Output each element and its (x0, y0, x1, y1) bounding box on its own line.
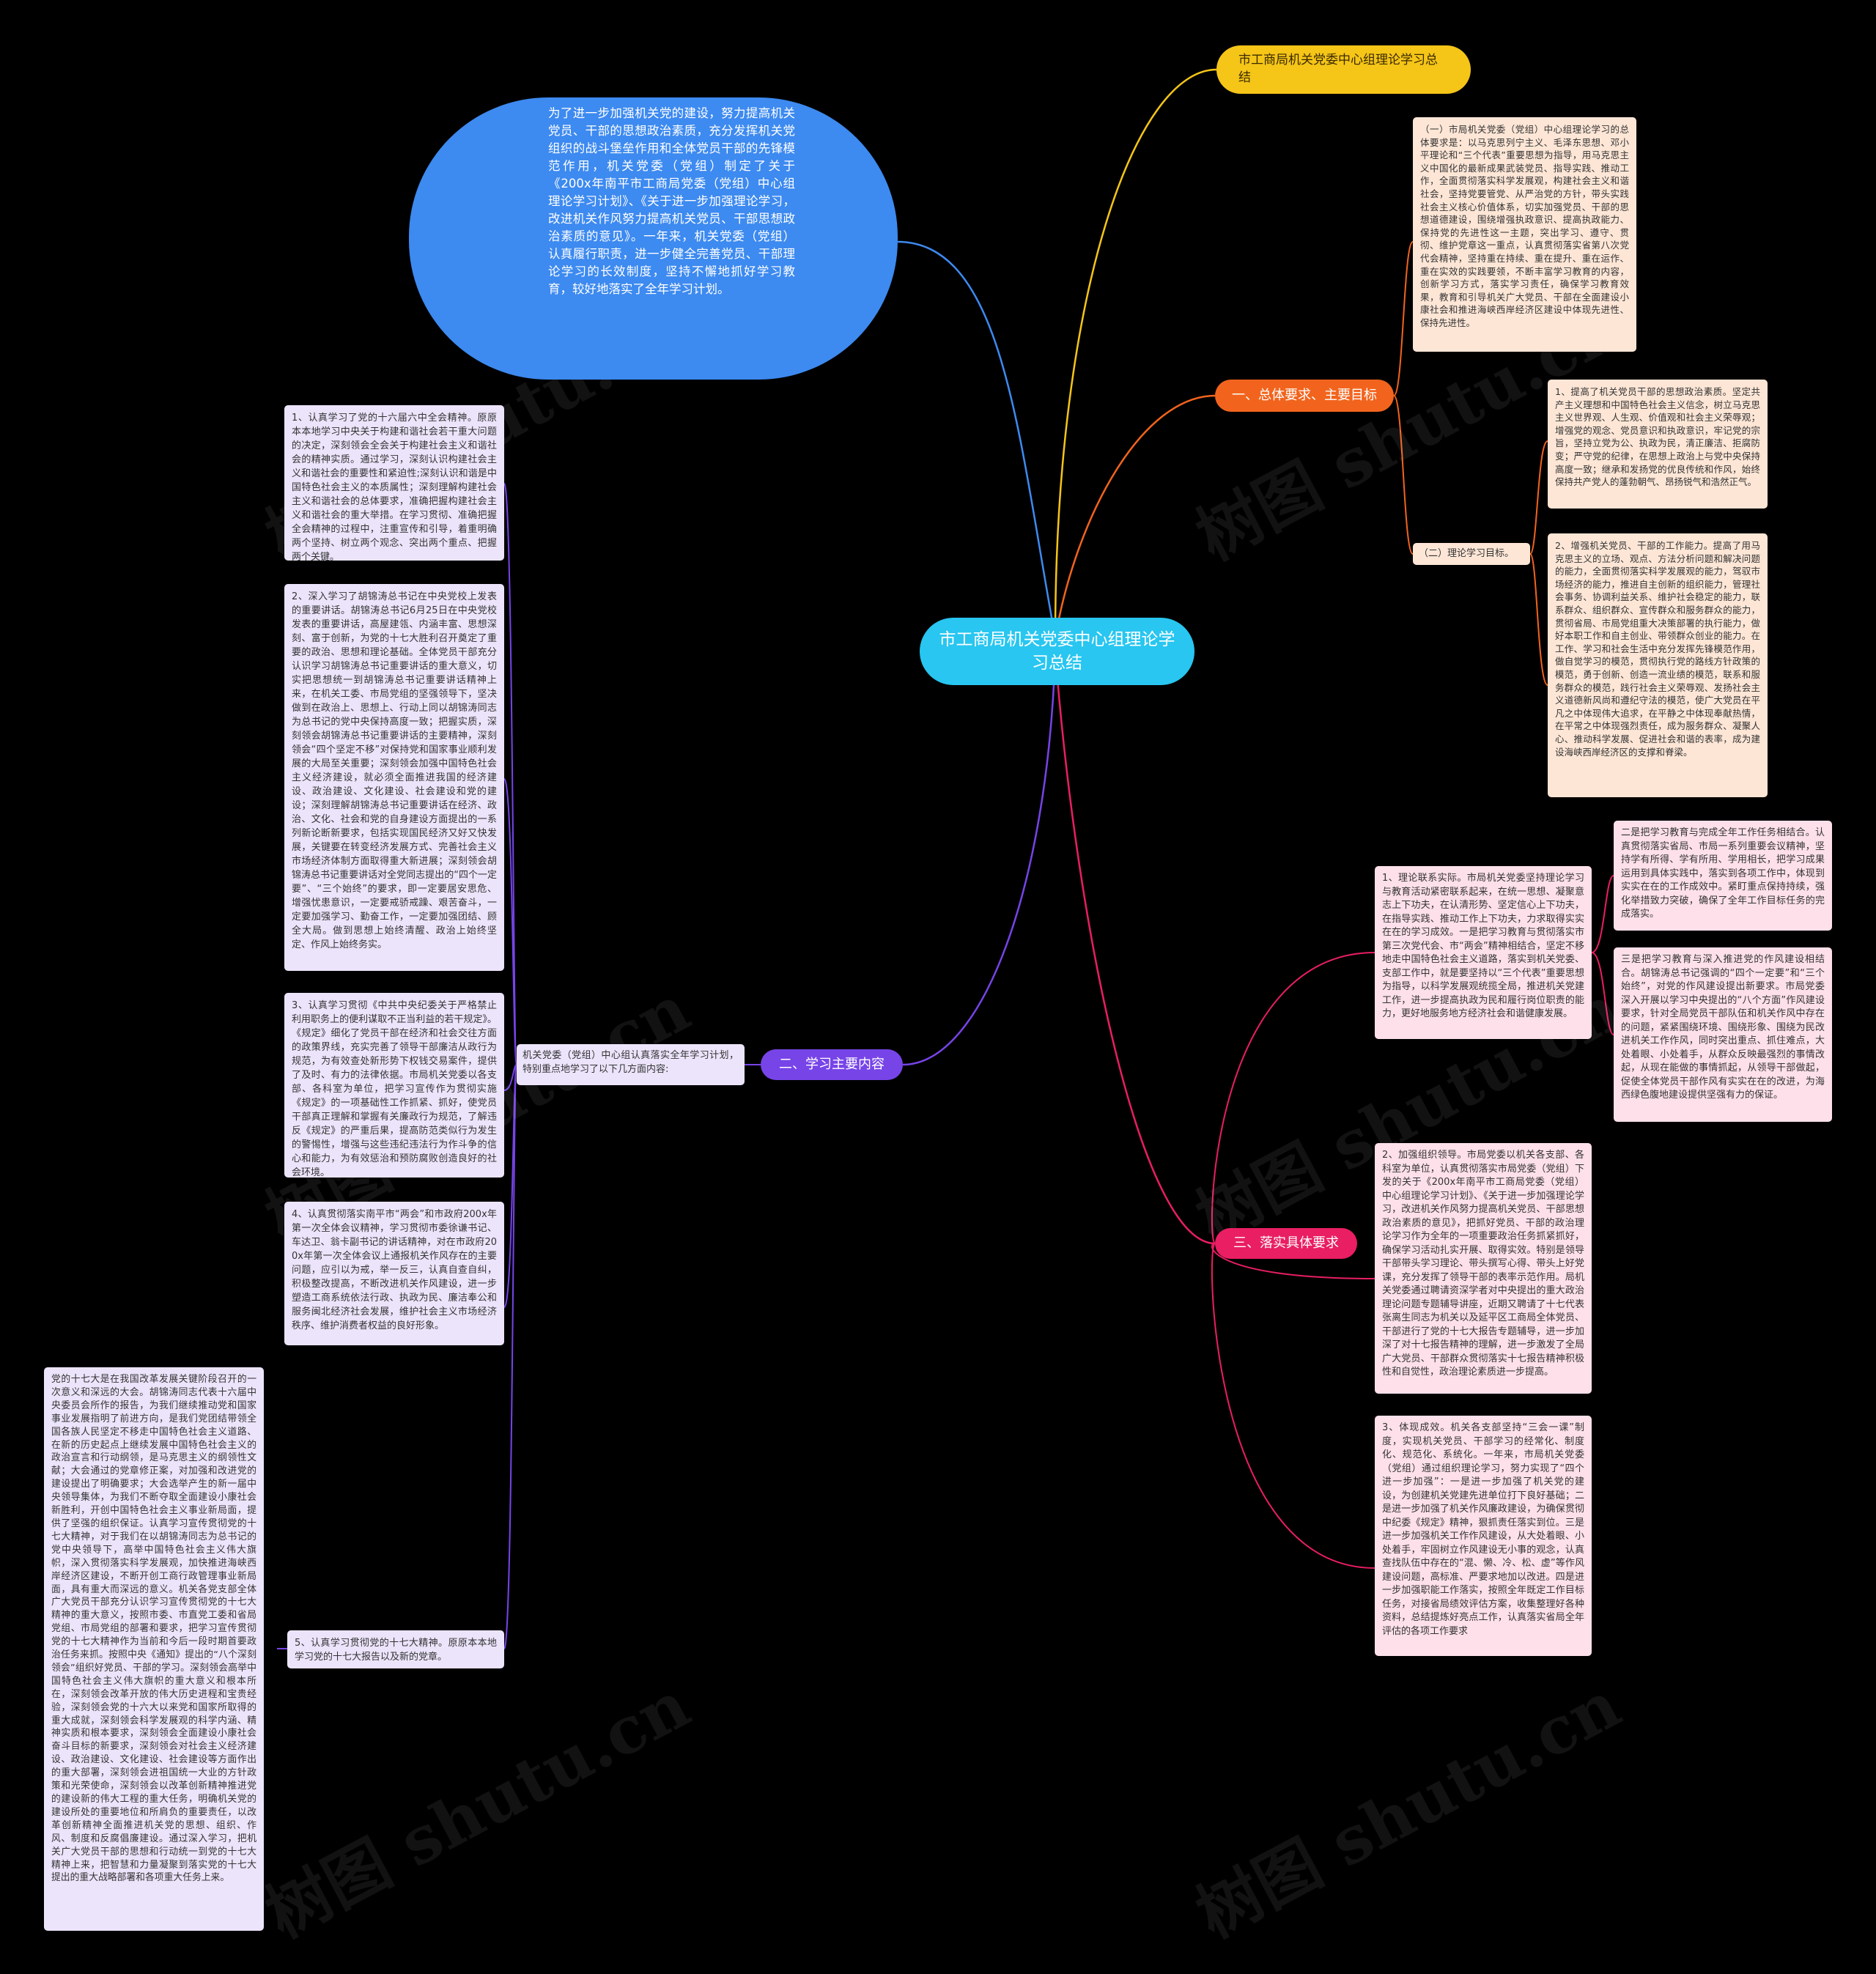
goal-2-text: 2、增强机关党员、干部的工作能力。提高了用马克思主义的立场、观点、方法分析问题和… (1555, 540, 1760, 758)
study-item-1-text: 1、认真学习了党的十六届六中全会精神。原原本本地学习中央关于构建和谐社会若干重大… (292, 413, 497, 561)
study-item-5-detail: 党的十七大是在我国改革发展关键阶段召开的一次意义和深远的大会。胡锦涛同志代表十六… (44, 1367, 264, 1931)
study-item-1: 1、认真学习了党的十六届六中全会精神。原原本本地学习中央关于构建和谐社会若干重大… (284, 405, 504, 561)
implementation-item-2: 2、加强组织领导。市局党委以机关各支部、各科室为单位，认真贯彻落实市局党委（党组… (1375, 1143, 1592, 1394)
central-topic[interactable]: 市工商局机关党委中心组理论学习总结 (920, 618, 1194, 685)
implementation-item-1-text: 1、理论联系实际。市局机关党委坚持理论学习与教育活动紧密联系起来，在统一思想、凝… (1382, 873, 1584, 1019)
study-goals-label: （二）理论学习目标。 (1419, 548, 1515, 559)
study-item-3-text: 3、认真学习贯彻《中共中央纪委关于严格禁止利用职务上的便利谋取不正当利益的若干规… (292, 1000, 497, 1178)
study-item-2: 2、深入学习了胡锦涛总书记在中央党校上发表的重要讲话。胡锦涛总书记6月25日在中… (284, 584, 504, 971)
central-topic-label: 市工商局机关党委中心组理论学习总结 (939, 630, 1175, 673)
implementation-item-1a-text: 二是把学习教育与完成全年工作任务相结合。认真贯彻落实省局、市局一系列重要会议精神… (1621, 827, 1825, 920)
implementation-item-1b: 三是把学习教育与深入推进党的作风建设相结合。胡锦涛总书记强调的“四个一定要”和“… (1614, 947, 1832, 1122)
requirements-note: （一）市局机关党委（党组）中心组理论学习的总体要求是：以马克思列宁主义、毛泽东思… (1413, 117, 1636, 352)
link-title (1054, 68, 1217, 638)
requirements-text: （一）市局机关党委（党组）中心组理论学习的总体要求是：以马克思列宁主义、毛泽东思… (1420, 124, 1629, 328)
branch-study-content[interactable]: 二、学习主要内容 (761, 1049, 903, 1080)
implementation-item-1b-text: 三是把学习教育与深入推进党的作风建设相结合。胡锦涛总书记强调的“四个一定要”和“… (1621, 954, 1825, 1101)
study-item-3: 3、认真学习贯彻《中共中央纪委关于严格禁止利用职务上的便利谋取不正当利益的若干规… (284, 993, 504, 1178)
branch-study-content-label: 二、学习主要内容 (779, 1057, 885, 1072)
implementation-item-1a: 二是把学习教育与完成全年工作任务相结合。认真贯彻落实省局、市局一系列重要会议精神… (1614, 821, 1832, 931)
study-item-4: 4、认真贯彻落实南平市“两会”和市政府200x年第一次全体会议精神，学习贯彻市委… (284, 1202, 504, 1345)
branch-implementation[interactable]: 三、落实具体要求 (1215, 1228, 1357, 1259)
study-item-5-detail-text: 党的十七大是在我国改革发展关键阶段召开的一次意义和深远的大会。胡锦涛同志代表十六… (51, 1374, 256, 1884)
branch-overall-requirements[interactable]: 一、总体要求、主要目标 (1215, 380, 1394, 412)
implementation-item-3-text: 3、体现成效。机关各支部坚持“三会一课”制度，实现机关党员、干部学习的经常化、制… (1382, 1422, 1584, 1637)
branch-implementation-label: 三、落实具体要求 (1233, 1235, 1339, 1251)
study-item-4-text: 4、认真贯彻落实南平市“两会”和市政府200x年第一次全体会议精神，学习贯彻市委… (292, 1209, 497, 1331)
implementation-item-1: 1、理论联系实际。市局机关党委坚持理论学习与教育活动紧密联系起来，在统一思想、凝… (1375, 866, 1592, 1039)
link-branch1 (1054, 394, 1216, 638)
goal-1-note: 1、提高了机关党员干部的思想政治素质。坚定共产主义理想和中国特色社会主义信念，树… (1548, 380, 1768, 509)
goal-2-note: 2、增强机关党员、干部的工作能力。提高了用马克思主义的立场、观点、方法分析问题和… (1548, 533, 1768, 797)
study-content-hub[interactable]: 机关党委（党组）中心组认真落实全年学习计划，特别重点地学习了以下几方面内容: (517, 1044, 745, 1085)
study-item-5: 5、认真学习贯彻党的十七大精神。原原本本地学习党的十七大报告以及新的党章。 (287, 1630, 504, 1668)
branch-overall-requirements-label: 一、总体要求、主要目标 (1232, 388, 1377, 403)
study-content-hub-text: 机关党委（党组）中心组认真落实全年学习计划，特别重点地学习了以下几方面内容: (522, 1050, 739, 1075)
title-node-label: 市工商局机关党委中心组理论学习总结 (1238, 53, 1438, 85)
intro-bubble[interactable]: 为了进一步加强机关党的建设，努力提高机关党员、干部的思想政治素质，充分发挥机关党… (409, 97, 898, 380)
link-branch2 (902, 651, 1057, 1066)
study-item-2-text: 2、深入学习了胡锦涛总书记在中央党校上发表的重要讲话。胡锦涛总书记6月25日在中… (292, 591, 497, 950)
study-item-5-text: 5、认真学习贯彻党的十七大精神。原原本本地学习党的十七大报告以及新的党章。 (295, 1638, 497, 1663)
goal-1-text: 1、提高了机关党员干部的思想政治素质。坚定共产主义理想和中国特色社会主义信念，树… (1555, 386, 1760, 488)
implementation-item-3: 3、体现成效。机关各支部坚持“三会一课”制度，实现机关党员、干部学习的经常化、制… (1375, 1416, 1592, 1656)
implementation-item-2-text: 2、加强组织领导。市局党委以机关各支部、各科室为单位，认真贯彻落实市局党委（党组… (1382, 1150, 1584, 1378)
link-branch3 (1054, 651, 1216, 1245)
title-node[interactable]: 市工商局机关党委中心组理论学习总结 (1216, 45, 1471, 94)
study-goals-node[interactable]: （二）理论学习目标。 (1413, 543, 1530, 565)
intro-text: 为了进一步加强机关党的建设，努力提高机关党员、干部的思想政治素质，充分发挥机关党… (548, 106, 795, 296)
link-intro (897, 240, 1057, 638)
